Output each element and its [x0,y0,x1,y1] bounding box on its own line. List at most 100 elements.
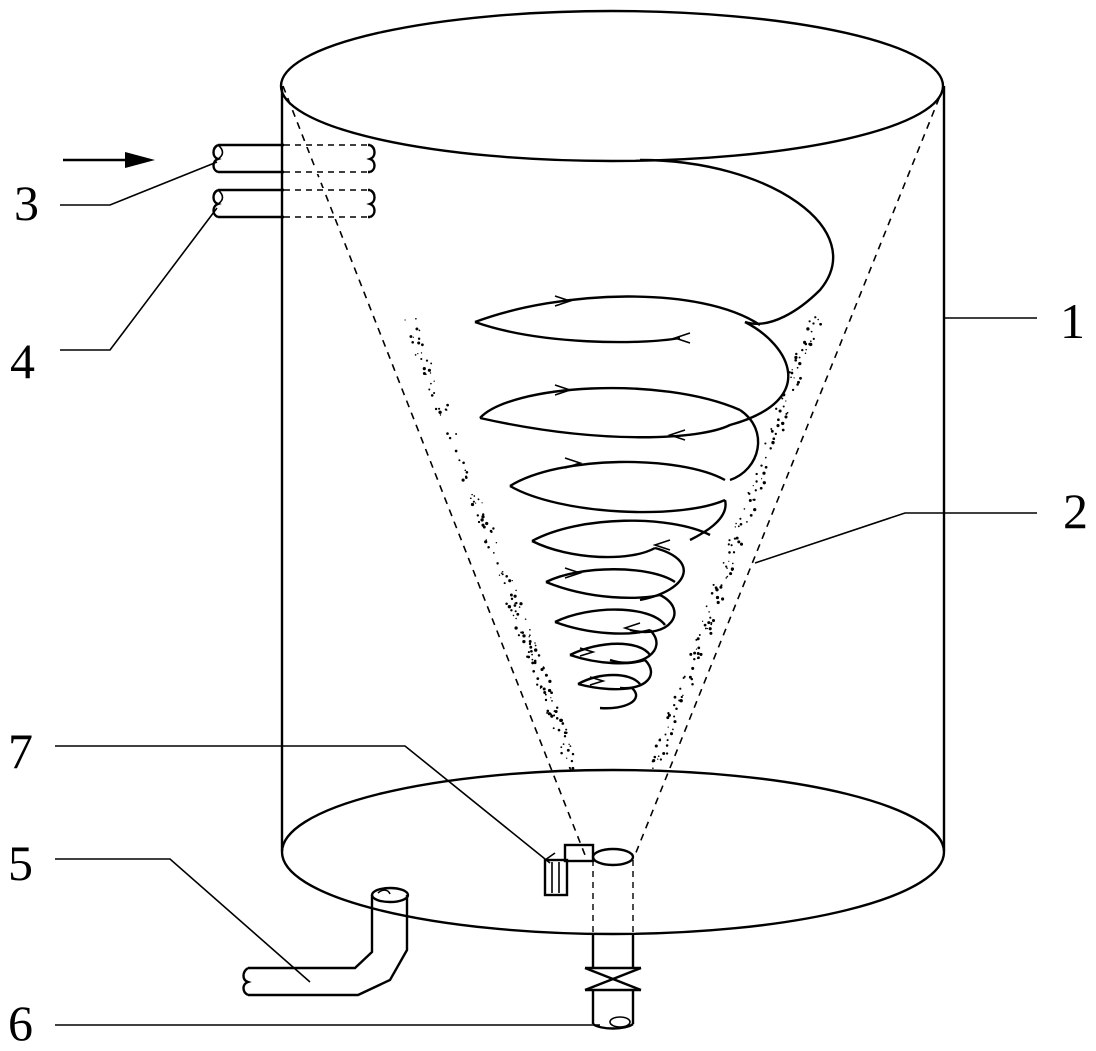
dust-particle [458,459,461,462]
dust-particle [514,610,517,613]
dust-particle [785,400,787,402]
dust-particle [673,703,676,707]
dust-particle [705,605,708,608]
dust-particle [454,449,458,453]
dust-particle [731,562,734,565]
dust-particle [415,327,419,331]
dust-particle [728,560,730,562]
dust-particle [812,337,815,340]
dust-particle [752,484,754,487]
dust-particle [560,746,563,748]
dust-particle [412,336,414,338]
dust-particle [819,322,822,326]
dust-particle [730,567,735,571]
label-sensor: 7 [8,723,33,779]
dust-particle [776,424,780,428]
dust-particle [516,612,520,616]
dust-particle [425,359,429,362]
dust-particle [704,627,707,630]
dust-particle [710,592,714,595]
label-inlet-pipe-bottom: 5 [8,835,33,891]
dust-particle [568,766,571,769]
dust-particle [693,657,696,661]
dust-particle [748,499,752,502]
dust-particle [546,709,550,713]
dust-particle [446,403,449,407]
dust-particle [470,502,475,507]
dust-particle [679,699,683,703]
dust-particle [673,695,677,699]
dust-particle [696,652,700,655]
dust-particle [772,437,776,441]
dust-particle [805,348,807,351]
dust-particle [657,758,659,760]
dust-particle [512,614,515,617]
cone-left-edge [282,85,586,856]
dust-particle [404,319,406,321]
dust-particle [769,447,772,450]
dust-particle [764,456,767,459]
dust-particle [481,515,485,519]
dust-particle [808,320,811,323]
dust-particle [785,412,788,415]
dust-particle [781,428,785,432]
dust-particle [653,755,657,759]
dust-particle [536,677,540,680]
dust-particle [667,713,671,717]
dust-particle [732,551,736,554]
dust-particle [728,551,731,554]
dust-particle [795,352,798,356]
pipe-lower [212,188,376,219]
dust-particle [539,687,542,689]
dust-particle [542,687,546,691]
dust-particle [680,695,683,699]
dust-particle [561,722,565,725]
outlet-pipe [584,847,642,1030]
dust-particle [798,361,802,366]
dust-particle [708,611,710,613]
dust-particle [569,745,572,747]
label-pipe-lower: 4 [10,333,35,389]
dust-particle [536,683,539,686]
dust-particle [515,601,518,605]
dust-particle [708,627,712,631]
dust-particle [417,337,421,341]
tank-body [279,9,946,936]
dust-particle [496,562,499,565]
dust-particle [415,317,417,320]
dust-particle [409,335,413,338]
dust-particle [799,376,802,380]
dust-particle [709,631,713,635]
dust-particle [735,536,739,540]
dust-particle [749,514,753,517]
dust-particle [755,480,758,483]
dust-particle [559,718,563,723]
dust-particle [719,585,723,589]
dust-particle [485,539,487,541]
pipe-upper [212,143,376,174]
dust-particle [530,649,533,653]
dust-particle [417,352,419,355]
dust-particle [492,527,495,530]
dust-particle [796,383,799,386]
dust-particle [489,529,493,533]
dust-particle [570,759,574,763]
dust-particle [710,621,713,625]
dust-particle [563,735,567,738]
dust-particle [515,617,517,620]
dust-particle [814,316,817,319]
dust-particle [544,673,548,677]
dust-particle [553,714,556,717]
dust-particle [784,415,788,419]
dust-particle [781,421,785,426]
dust-particle [739,542,744,546]
dust-particle [429,372,432,374]
dust-particle [505,575,509,578]
dust-particle [518,606,521,608]
dust-particle [522,634,526,638]
dust-particle [764,465,768,469]
dust-particle [465,470,469,474]
dust-particle [529,634,531,637]
tank-bottom-ellipse [280,768,946,936]
dust-particle [485,521,489,526]
